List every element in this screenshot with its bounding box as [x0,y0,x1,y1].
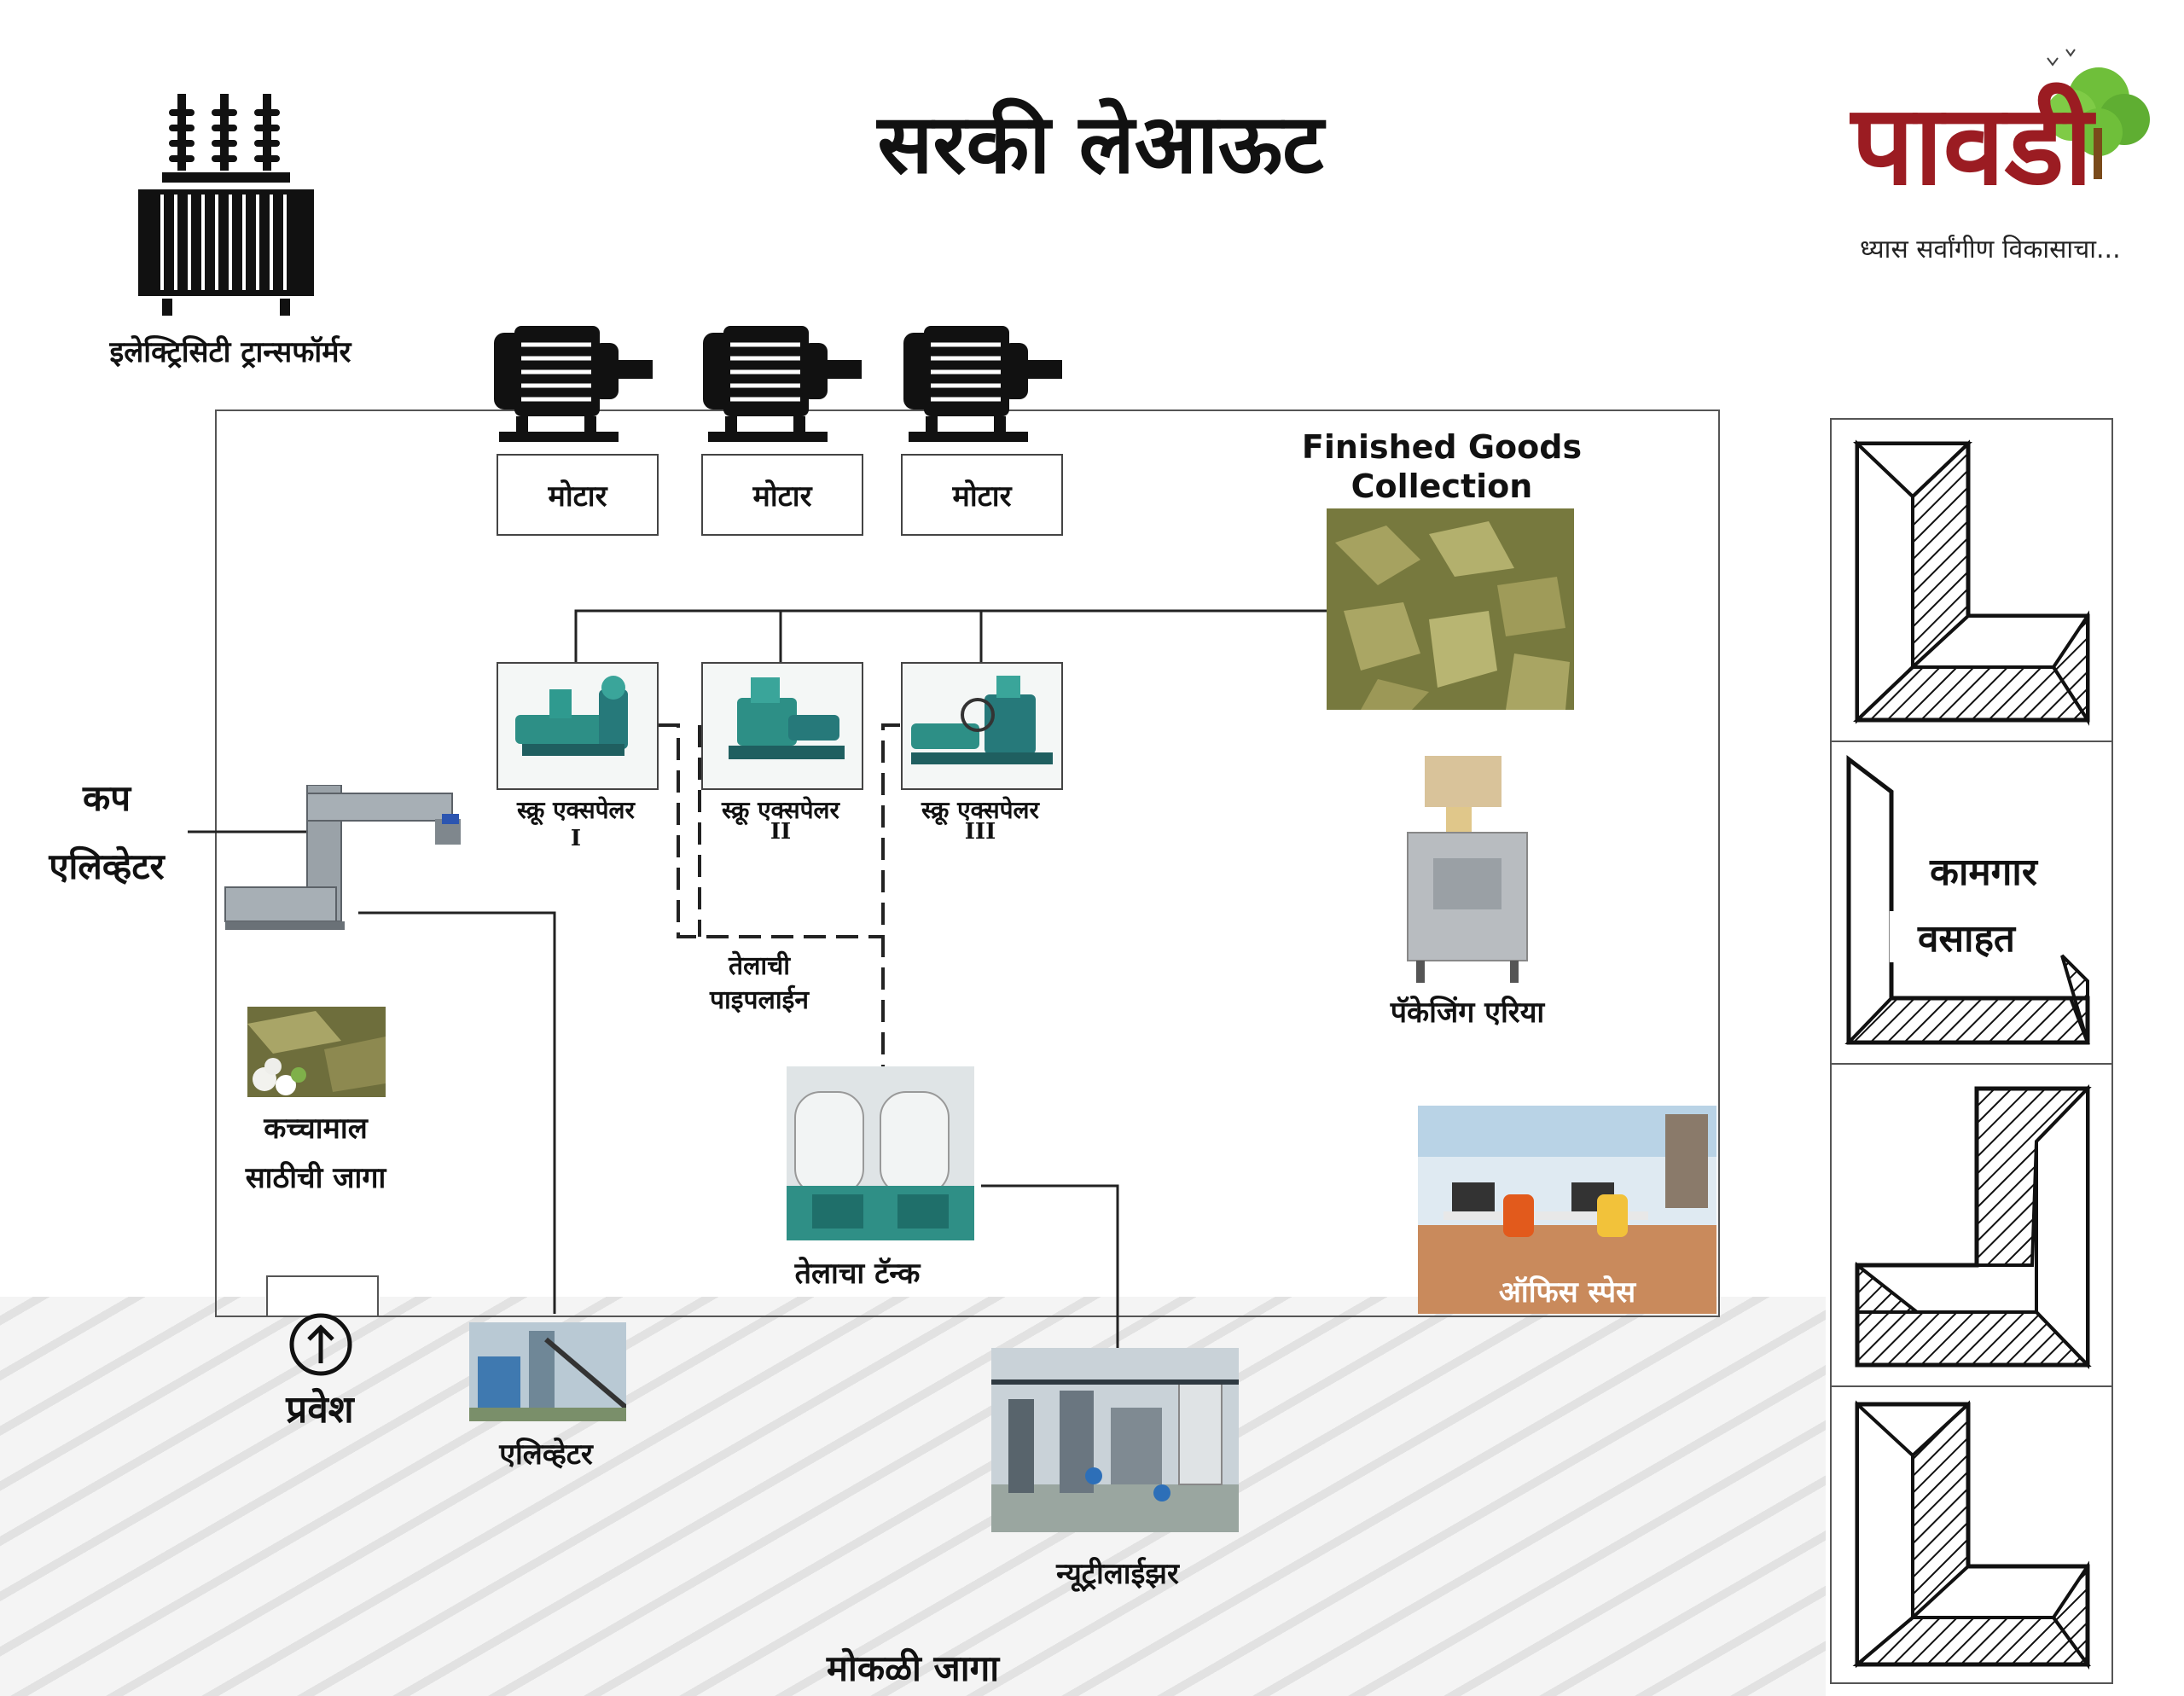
expeller-machine-icon [498,664,657,788]
tree-icon [2046,49,2150,179]
transformer-label: इलेक्ट्रिसिटी ट्रान्सफॉर्मर [109,335,351,369]
entrance-label: प्रवेश [286,1388,354,1432]
housing-block [1830,1063,2113,1391]
screw-expeller-numeral: II [770,819,792,845]
screw-expeller-numeral: III [964,819,996,845]
oil-tank-icon [787,1066,974,1240]
office-space-label: ऑफिस स्पेस [1498,1275,1636,1310]
cup-elevator-icon [224,785,461,930]
logo-wordmark: पावडी [1851,79,2094,210]
cotton-seed-icon [247,1007,386,1097]
elevator-conveyor-icon [469,1322,626,1421]
motor-label-box: मोटार [901,454,1063,536]
screw-expeller-label: स्क्रू एक्सपेलर [722,796,839,824]
worker-housing-label-2: वसाहत [1890,911,2043,962]
elevator-label: एलिव्हेटर [499,1438,593,1472]
screw-expeller-label: स्क्रू एक्सपेलर [921,796,1039,824]
housing-block [1830,418,2113,746]
motor-label-box: मोटार [701,454,863,536]
expeller-machine-icon [703,664,862,788]
open-space-ground [0,1297,1826,1696]
open-space-label: मोकळी जागा [826,1647,1000,1689]
finished-goods-subtitle: Collection [1350,468,1533,505]
transformer-icon [138,94,314,316]
oil-pipeline-label-2: पाइपलाईन [709,985,810,1015]
finished-goods-image [1327,508,1574,710]
screw-expeller-image [901,662,1063,790]
raw-material-label-1: कच्चामाल [264,1112,368,1146]
raw-material-image [247,1007,386,1097]
l-shaped-house-icon [1852,1400,2091,1670]
oil-pipeline-label-1: तेलाची [728,951,791,981]
worker-housing: कामगार वसाहत [1830,418,2113,1684]
housing-block [1830,1385,2113,1684]
expeller-machine-icon [903,664,1061,788]
seed-cake-icon [1327,508,1574,710]
oil-tank-label: तेलाचा टॅन्क [794,1257,921,1291]
entrance-door [266,1275,379,1316]
screw-expeller-image [701,662,863,790]
logo-tagline: ध्यास सर्वांगीण विकासाचा... [1860,235,2121,264]
l-shaped-house-icon [1844,754,2090,1045]
raw-material-label-2: साठीची जागा [245,1161,386,1195]
finished-goods-title: Finished Goods [1301,428,1583,466]
page-title: सरकी लेआऊट [877,96,1324,192]
motor-icon [703,326,862,442]
elevator-image [469,1322,626,1421]
brand-logo: पावडी ध्यास सर्वांगीण विकासाचा... [1843,34,2167,273]
motor-icon [903,326,1062,442]
worker-housing-label-1: कामगार [1898,845,2069,896]
l-shaped-house-icon [1855,1084,2092,1369]
screw-expeller-numeral: I [570,826,582,851]
oil-tank-image [787,1066,974,1240]
neutralizer-image [991,1348,1239,1532]
office-scene-icon [1418,1106,1716,1314]
packaging-machine-icon [1407,756,1528,983]
cup-elevator-label-1: कप [82,777,131,819]
motor-label-box: मोटार [497,454,659,536]
l-shaped-house-icon [1853,439,2090,726]
office-space-image [1418,1106,1716,1314]
neutralizer-label: न्यूट्रीलाईझर [1056,1557,1179,1591]
housing-block [1830,741,2113,1068]
motor-icon [494,326,653,442]
packaging-area-label: पॅकेजिंग एरिया [1390,996,1545,1030]
screw-expeller-image [497,662,659,790]
cup-elevator-label-2: एलिव्हेटर [49,845,165,887]
screw-expeller-label: स्क्रू एक्सपेलर [517,796,635,824]
arrow-up-circle-icon [289,1313,352,1376]
neutralizer-plant-icon [991,1348,1239,1532]
